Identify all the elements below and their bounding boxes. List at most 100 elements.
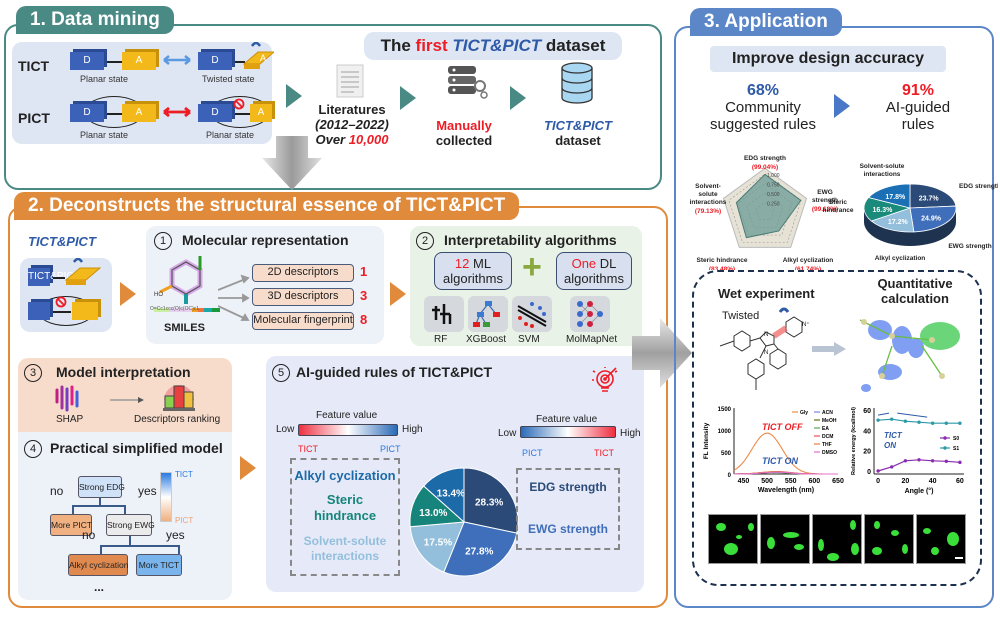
dl-text: DL	[596, 256, 617, 271]
pie3d-category-label: EWG strength	[948, 243, 991, 250]
svg-text:N: N	[764, 332, 768, 338]
community-rules: 68% Community suggested rules	[708, 82, 818, 133]
scale-top-label: TICT	[175, 470, 193, 479]
legend-label: EA	[822, 426, 829, 432]
step-number: 4	[24, 440, 42, 458]
down-arrow-icon	[262, 136, 322, 190]
ranking-label: Descriptors ranking	[134, 414, 221, 425]
y-tick-label: 40	[863, 428, 871, 435]
ai-rules-pie-chart: 28.3%27.8%17.5%13.0%13.4%	[409, 467, 519, 577]
y-tick-label: 60	[863, 408, 871, 415]
calc-line2: calculation	[881, 291, 949, 306]
dl-count: One	[571, 256, 597, 271]
x-tick-label: 600	[809, 478, 821, 485]
radar-area	[735, 173, 802, 239]
branch-no: no	[82, 528, 96, 542]
simplified-model-panel: 4 Practical simplified model TICT PICT S…	[18, 432, 232, 600]
x-tick-label: 500	[761, 478, 773, 485]
descriptor-count: 1	[360, 264, 368, 279]
plus-icon: +	[522, 248, 542, 286]
pie-label: 17.5%	[424, 537, 452, 548]
flow-arrow-icon	[400, 86, 416, 110]
twisted-acceptor-icon	[64, 258, 102, 285]
feature-gradient-bar	[298, 424, 398, 436]
donor-block: D	[198, 104, 232, 122]
tree-node-strong-edg: Strong EDG	[78, 476, 125, 498]
tree-node-more-pict: More PICT	[50, 514, 92, 536]
legend-marker	[943, 436, 947, 440]
flow-arrow-icon	[510, 86, 526, 110]
tree-edge	[99, 498, 101, 506]
data-point	[890, 417, 894, 421]
algorithm-label: SVM	[518, 334, 540, 345]
donor-block: D	[70, 52, 104, 70]
ai-guided-rules-panel: 5 AI-guided rules of TICT&PICT Feature v…	[266, 356, 644, 592]
state-label: Planar state	[80, 130, 129, 140]
xgboost-icon	[468, 296, 508, 332]
rule-edg-strength: EDG strength	[529, 480, 607, 494]
radar-ring-label: 0.500	[767, 192, 780, 198]
ml-text: ML	[469, 256, 492, 271]
state-label: Planar state	[80, 74, 129, 84]
scale-high: High	[402, 424, 423, 435]
legend-label: ACN	[822, 410, 833, 416]
tict-pict-scale	[160, 472, 172, 522]
improve-accuracy-banner: Improve design accuracy	[710, 46, 946, 72]
svg-text:N⁺: N⁺	[802, 321, 810, 328]
flow-arrow-icon	[286, 84, 302, 108]
cell-image	[708, 514, 758, 564]
tict-off-annotation: TICT OFF	[762, 422, 803, 432]
arrow-right-icon	[110, 397, 144, 403]
twisted-label: Twisted	[722, 310, 760, 322]
dataset-banner: The first TICT&PICT dataset	[364, 32, 622, 60]
bond-line	[235, 61, 245, 63]
wet-experiment-title: Wet experiment	[718, 286, 815, 301]
pie3d-category-label: Solvent-solute	[860, 163, 905, 170]
branch-arrows-icon	[218, 274, 250, 321]
bond-line	[235, 113, 251, 115]
calculation-title: Quantitative calculation	[860, 276, 970, 306]
pie3d-slice	[870, 207, 915, 233]
pie3d-label: 23.7%	[919, 195, 940, 202]
ranking-podium-icon	[163, 385, 195, 411]
smiles-label: SMILES	[164, 322, 205, 334]
legend-label: MeOH	[822, 418, 837, 424]
scale-left-label: PICT	[522, 448, 543, 458]
rule-steric-hindrance: Steric hindrance	[290, 492, 400, 524]
right-arrow-icon	[632, 318, 692, 388]
data-point	[930, 459, 935, 463]
legend-label: DMSO	[822, 450, 837, 456]
legend-label: DCM	[822, 434, 833, 440]
shap-icon	[55, 385, 79, 412]
radar-value-label: (99.04%)	[752, 164, 778, 171]
data-point	[876, 418, 880, 422]
pie3d-category-label: hindrance	[822, 207, 853, 214]
rule-alkyl-cyclization: Alkyl cyclization	[294, 468, 396, 483]
data-mining-frame	[4, 24, 662, 190]
legend-label: S0	[953, 436, 959, 442]
ml-count: 12	[454, 256, 470, 271]
y-tick-label: 20	[863, 449, 871, 456]
no-rotation-icon	[233, 98, 245, 110]
radar-value-label: (61.74%)	[795, 266, 821, 270]
tict-pict-mini-panel: TICT&PICT	[20, 258, 112, 332]
dl-text2: algorithms	[564, 271, 624, 286]
high-feature-rules-box	[516, 468, 620, 550]
scale-right-label: PICT	[380, 444, 401, 454]
tree-edge	[100, 545, 102, 554]
radar-axis-label: Alkyl cyclization	[783, 257, 834, 264]
ai-guided-rules-accuracy: 91% AI-guided rules	[868, 82, 968, 133]
feature-value-title: Feature value	[536, 414, 598, 425]
step-number: 3	[24, 364, 42, 382]
deconstruct-tab: 2. Deconstructs the structural essence o…	[14, 192, 520, 220]
radar-axis-label: EDG strength	[744, 155, 786, 162]
branch-no: no	[50, 484, 64, 498]
acceptor-block	[72, 302, 98, 320]
pie-label: 28.3%	[475, 498, 503, 509]
algorithm-label: RF	[434, 334, 448, 345]
